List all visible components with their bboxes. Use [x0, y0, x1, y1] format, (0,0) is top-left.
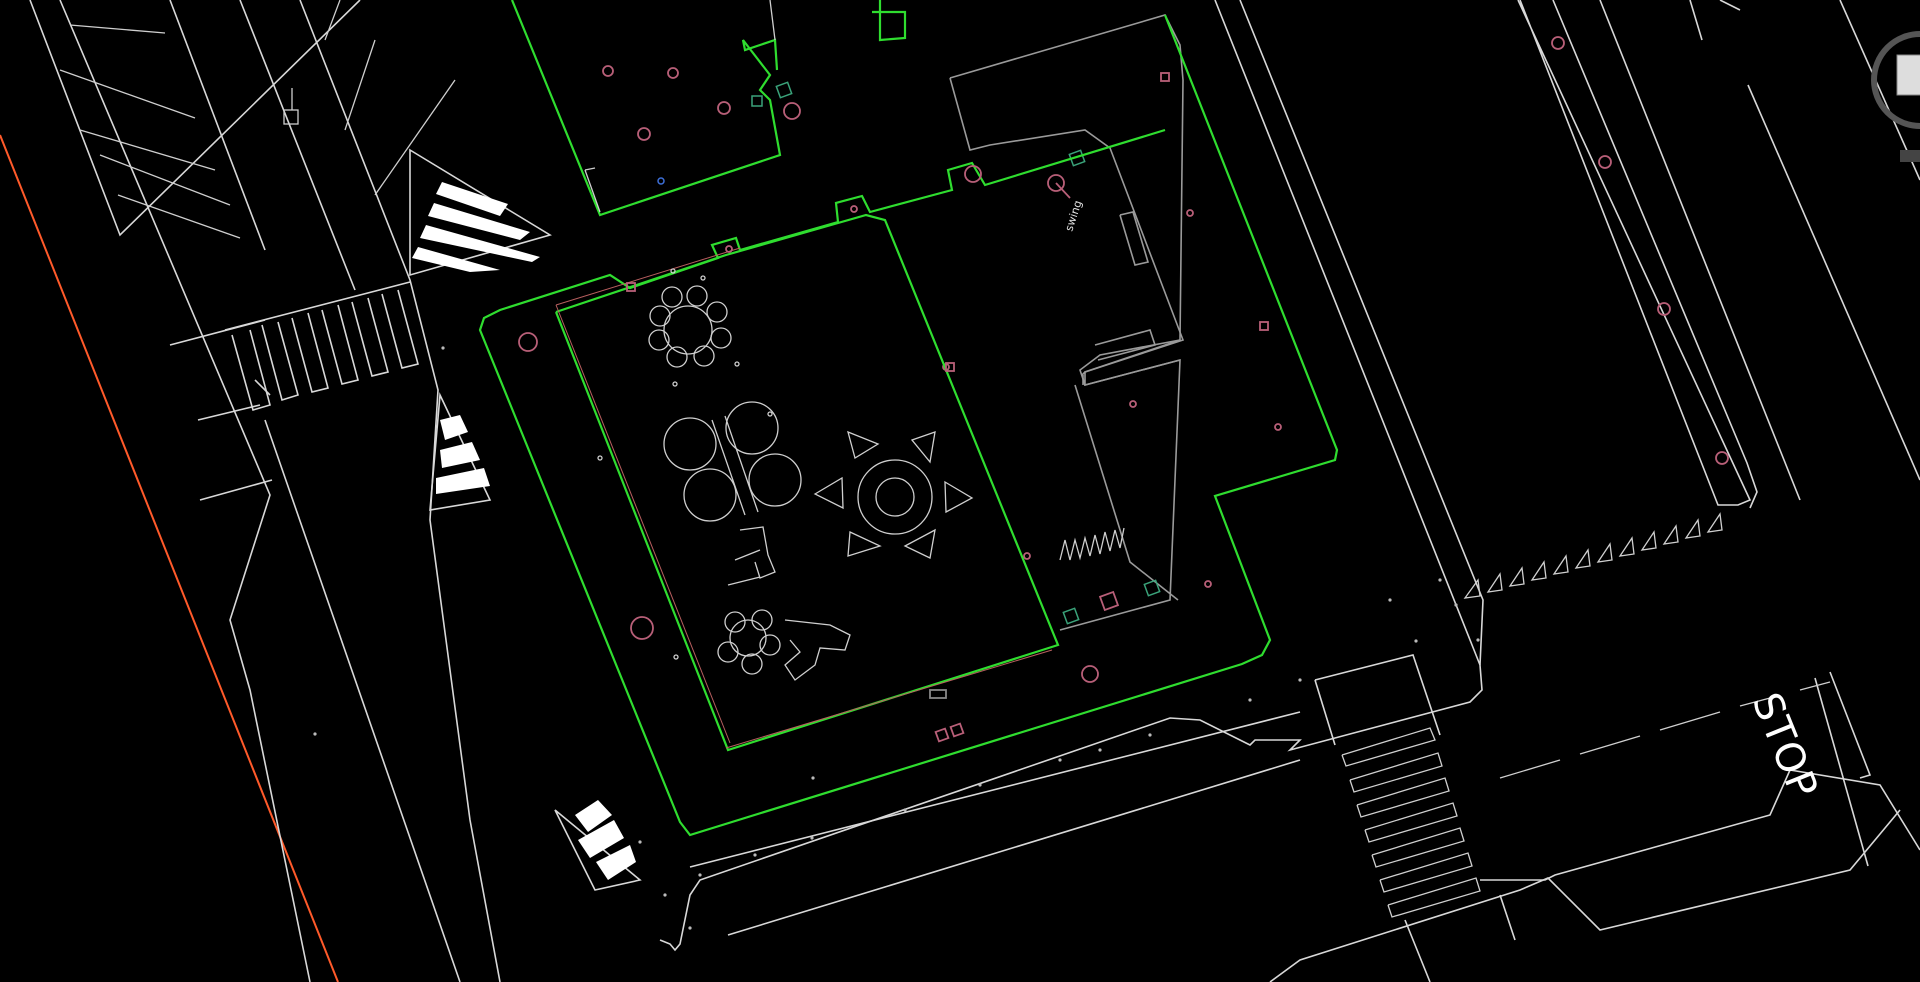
hatched-islands	[409, 148, 642, 891]
play-equipment	[597, 268, 974, 681]
spot-elevations	[313, 346, 1480, 930]
yield-triangle-markings	[1463, 512, 1723, 599]
north-parcel	[510, 0, 907, 217]
spring-rider	[1059, 527, 1125, 561]
left-road-linework	[29, 0, 501, 982]
south-crosswalk	[1269, 654, 1920, 982]
property-boundary	[478, 14, 1339, 837]
street-edge-red-line	[0, 134, 339, 982]
stop-pavement-marking: STOP	[1743, 687, 1827, 806]
viewcube-icon[interactable]	[1871, 31, 1920, 162]
east-street-trees	[1551, 36, 1729, 465]
equipment-label: swing	[1062, 199, 1084, 233]
survey-marker	[283, 88, 299, 125]
play-area-boundary	[554, 213, 1060, 752]
east-street-linework	[659, 0, 1920, 952]
tree-symbols	[518, 165, 1099, 743]
inner-offset-line	[555, 304, 731, 744]
stop-bar-area: STOP	[1499, 671, 1872, 867]
